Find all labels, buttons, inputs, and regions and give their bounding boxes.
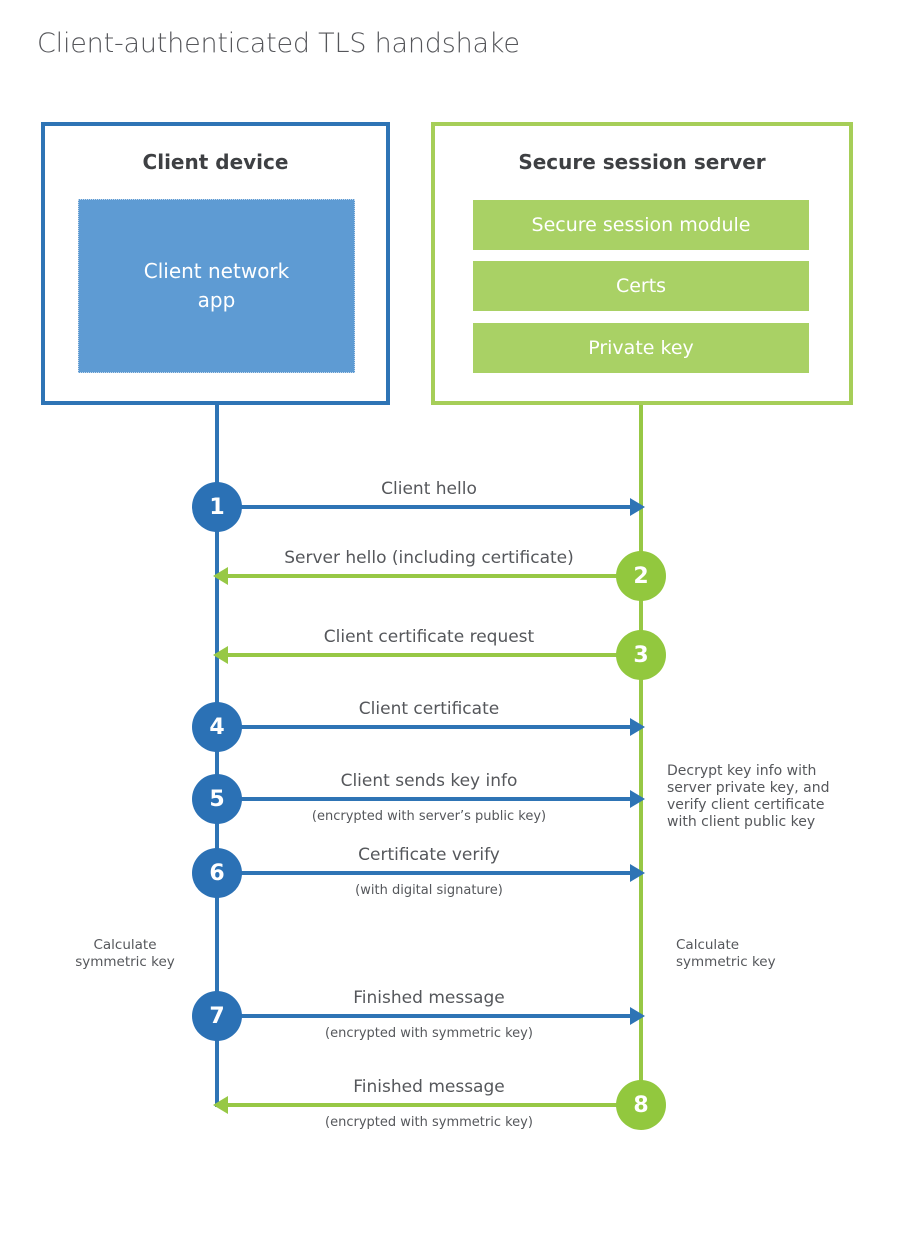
decrypt-key-note-line2: server private key, and	[667, 780, 830, 796]
step-1-label: Client hello	[381, 479, 477, 499]
step-7-label: Finished message	[353, 988, 505, 1008]
step-8-arrowhead-icon	[213, 1096, 228, 1114]
server-module-private-key: Private key	[473, 323, 809, 373]
step-6-sublabel: (with digital signature)	[355, 883, 503, 898]
client-lifeline	[215, 405, 219, 1107]
step-2-number: 2	[633, 563, 649, 589]
step-4-number: 4	[209, 714, 225, 740]
step-2-arrow	[217, 574, 641, 578]
step-5-arrowhead-icon	[630, 790, 645, 808]
decrypt-key-note: Decrypt key info with server private key…	[667, 763, 847, 831]
client-network-app-label-line2: app	[197, 288, 236, 312]
step-2-arrowhead-icon	[213, 567, 228, 585]
step-3-label: Client certificate request	[323, 627, 535, 647]
calc-client-line2: symmetric key	[75, 954, 175, 970]
step-7-arrow	[217, 1014, 641, 1018]
step-5-badge: 5	[192, 774, 242, 824]
step-4-label: Client certificate	[358, 699, 500, 719]
step-1-number: 1	[209, 494, 225, 520]
client-network-app-label-line1: Client network	[143, 259, 290, 283]
step-4-arrow	[217, 725, 641, 729]
server-lifeline	[639, 405, 643, 1107]
step-6-number: 6	[209, 860, 225, 886]
step-8-finished-message: Finished message (encrypted with symmetr…	[213, 1077, 666, 1130]
step-6-badge: 6	[192, 848, 242, 898]
calculate-symmetric-key-client: Calculate symmetric key	[60, 937, 190, 971]
step-2-badge: 2	[616, 551, 666, 601]
step-8-badge: 8	[616, 1080, 666, 1130]
decrypt-key-note-line3: verify client certificate	[667, 797, 825, 813]
step-4-arrowhead-icon	[630, 718, 645, 736]
decrypt-key-note-line1: Decrypt key info with	[667, 763, 817, 779]
step-8-arrow	[217, 1103, 641, 1107]
step-2-label: Server hello (including certificate)	[284, 548, 574, 568]
step-6-certificate-verify: Certificate verify (with digital signatu…	[192, 845, 645, 898]
step-3-number: 3	[633, 642, 649, 668]
step-5-number: 5	[209, 786, 225, 812]
step-1-badge: 1	[192, 482, 242, 532]
step-2-server-hello: Server hello (including certificate) 2	[213, 548, 666, 601]
server-module-certs: Certs	[473, 261, 809, 311]
step-5-sublabel: (encrypted with server’s public key)	[311, 809, 547, 824]
step-8-label: Finished message	[353, 1077, 505, 1097]
step-6-label: Certificate verify	[358, 845, 500, 865]
step-6-arrow	[217, 871, 641, 875]
step-5-client-sends-key-info: Client sends key info (encrypted with se…	[192, 771, 645, 824]
client-device-title: Client device	[142, 150, 289, 174]
step-8-sublabel: (encrypted with symmetric key)	[325, 1115, 533, 1130]
step-7-finished-message: Finished message (encrypted with symmetr…	[192, 988, 645, 1041]
step-5-label: Client sends key info	[340, 771, 518, 791]
server-module-secure-session: Secure session module	[473, 200, 809, 250]
step-3-arrowhead-icon	[213, 646, 228, 664]
step-4-badge: 4	[192, 702, 242, 752]
step-3-arrow	[217, 653, 641, 657]
step-5-arrow	[217, 797, 641, 801]
step-7-sublabel: (encrypted with symmetric key)	[325, 1026, 533, 1041]
step-7-badge: 7	[192, 991, 242, 1041]
decrypt-key-note-line4: with client public key	[667, 814, 816, 830]
page-title: Client-authenticated TLS handshake	[37, 28, 520, 59]
calculate-symmetric-key-server: Calculate symmetric key	[676, 937, 806, 971]
client-network-app-box: Client network app	[78, 199, 355, 373]
step-3-client-certificate-request: Client certificate request 3	[213, 627, 666, 680]
secure-session-server-box: Secure session server Secure session mod…	[431, 122, 853, 405]
secure-session-server-title: Secure session server	[518, 150, 766, 174]
calc-server-line1: Calculate	[676, 937, 740, 953]
step-7-number: 7	[209, 1003, 225, 1029]
calc-server-line2: symmetric key	[676, 954, 776, 970]
step-6-arrowhead-icon	[630, 864, 645, 882]
client-device-box: Client device Client network app	[41, 122, 390, 405]
calc-client-line1: Calculate	[93, 937, 157, 953]
step-1-arrow	[217, 505, 641, 509]
step-1-arrowhead-icon	[630, 498, 645, 516]
step-8-number: 8	[633, 1092, 649, 1118]
step-4-client-certificate: Client certificate 4	[192, 699, 645, 752]
step-7-arrowhead-icon	[630, 1007, 645, 1025]
step-3-badge: 3	[616, 630, 666, 680]
step-1-client-hello: Client hello 1	[192, 479, 645, 532]
